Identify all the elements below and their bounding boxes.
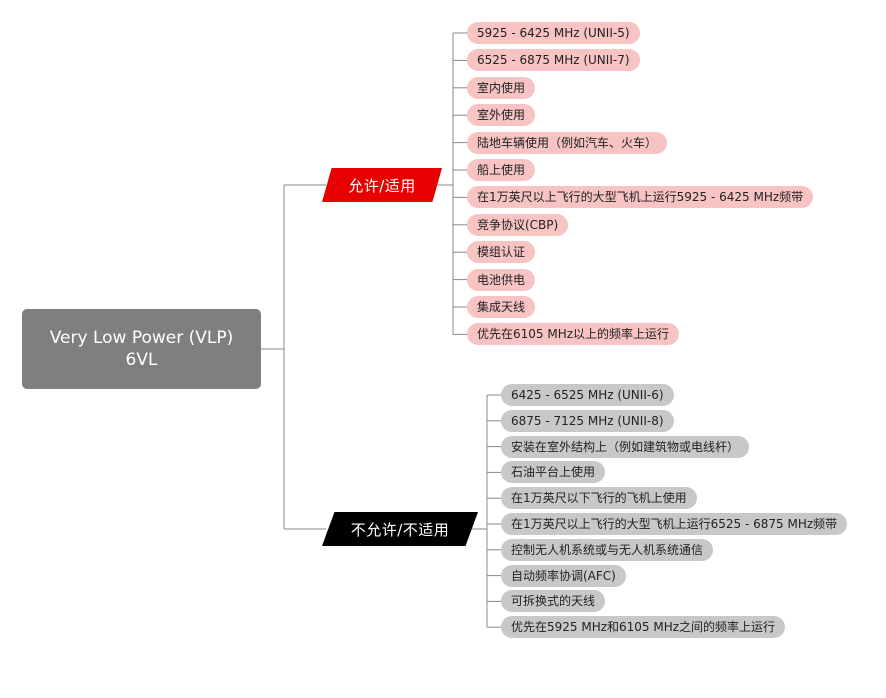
branch-denied: 不允许/不适用 (322, 512, 478, 546)
denied-item: 优先在5925 MHz和6105 MHz之间的频率上运行 (501, 616, 786, 639)
branch-allowed: 允许/适用 (322, 168, 442, 202)
denied-item: 6875 - 7125 MHz (UNII-8) (501, 409, 674, 432)
allowed-item: 陆地车辆使用（例如汽车、火车） (467, 131, 668, 154)
allowed-item: 集成天线 (467, 296, 536, 318)
allowed-item: 优先在6105 MHz以上的频率上运行 (467, 323, 680, 346)
root-node: Very Low Power (VLP) 6VL (22, 309, 261, 389)
root-subtitle: 6VL (125, 350, 158, 370)
denied-item: 控制无人机系统或与无人机系统通信 (501, 538, 714, 561)
allowed-item: 室内使用 (467, 76, 536, 99)
denied-item: 安装在室外结构上（例如建筑物或电线杆） (501, 435, 750, 458)
allowed-item: 竞争协议(CBP) (467, 213, 569, 236)
root-title: Very Low Power (VLP) (49, 328, 234, 348)
denied-item: 石油平台上使用 (501, 461, 606, 484)
allowed-item: 5925 - 6425 MHz (UNII-5) (467, 22, 640, 44)
allowed-item: 模组认证 (467, 241, 536, 264)
allowed-item: 电池供电 (467, 268, 536, 291)
denied-item: 6425 - 6525 MHz (UNII-6) (501, 384, 674, 406)
allowed-item: 船上使用 (467, 159, 536, 181)
denied-item: 自动频率协调(AFC) (501, 564, 626, 587)
allowed-item: 6525 - 6875 MHz (UNII-7) (467, 49, 640, 72)
denied-item: 在1万英尺以上飞行的大型飞机上运行6525 - 6875 MHz频带 (501, 513, 848, 535)
allowed-item: 室外使用 (467, 104, 536, 127)
denied-item: 在1万英尺以下飞行的飞机上使用 (501, 487, 697, 510)
allowed-item: 在1万英尺以上飞行的大型飞机上运行5925 - 6425 MHz频带 (467, 186, 814, 209)
denied-item: 可拆换式的天线 (501, 590, 606, 613)
